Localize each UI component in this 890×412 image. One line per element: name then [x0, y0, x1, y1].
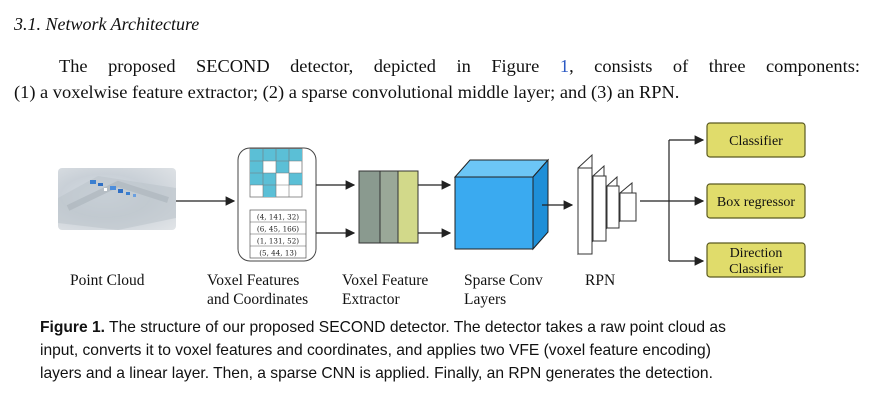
direction-classifier-label-2: Classifier [729, 262, 783, 277]
body-paragraph: The proposed SECOND detector, depicted i… [14, 53, 860, 105]
paragraph-line-2: (1) a voxelwise feature extractor; (2) a… [14, 82, 680, 102]
sparse-conv-cube [453, 158, 550, 251]
label-and-coordinates: and Coordinates [207, 291, 309, 308]
vfe-layers [358, 170, 419, 244]
coordinate-row: (4, 141, 32) [257, 213, 299, 222]
voxel-grid [249, 148, 303, 198]
paragraph-line-1: The proposed SECOND detector, depicted i… [14, 53, 860, 79]
box-regressor-label: Box regressor [717, 195, 795, 210]
direction-classifier-label-1: Direction [730, 246, 783, 261]
caption-line-3: layers and a linear layer. Then, a spars… [40, 365, 713, 382]
architecture-diagram: (4, 141, 32) (6, 45, 166) (1, 131, 52) (… [176, 122, 806, 278]
coordinate-row: (1, 131, 52) [257, 237, 299, 246]
label-voxel-feature: Voxel Feature [342, 272, 429, 289]
caption-line-2: input, converts it to voxel features and… [40, 342, 711, 359]
label-layers: Layers [464, 291, 507, 308]
classifier-box [706, 122, 806, 158]
point-cloud-image [58, 168, 176, 230]
label-rpn: RPN [585, 272, 616, 289]
figure-reference-link[interactable]: 1 [559, 56, 570, 76]
paragraph-text: , consists of three components: [569, 56, 860, 76]
paragraph-text: The proposed SECOND detector, depicted i… [59, 56, 560, 76]
label-sparse-conv: Sparse Conv [464, 272, 543, 289]
direction-classifier-box [706, 242, 806, 278]
caption-line-1: Figure 1. The structure of our proposed … [40, 316, 850, 339]
coordinate-row: (5, 44, 13) [259, 249, 297, 258]
label-voxel-features: Voxel Features [207, 272, 300, 289]
caption-label: Figure 1. [40, 319, 105, 336]
label-point-cloud: Point Cloud [70, 272, 145, 289]
label-extractor: Extractor [342, 291, 400, 308]
caption-text: The structure of our proposed SECOND det… [105, 319, 726, 336]
rpn-block [577, 153, 637, 256]
classifier-label: Classifier [729, 134, 783, 149]
box-regressor-box [706, 183, 806, 219]
section-heading: 3.1. Network Architecture [14, 14, 200, 34]
figure-caption: Figure 1. The structure of our proposed … [40, 316, 850, 385]
coordinate-row: (6, 45, 166) [257, 225, 299, 234]
